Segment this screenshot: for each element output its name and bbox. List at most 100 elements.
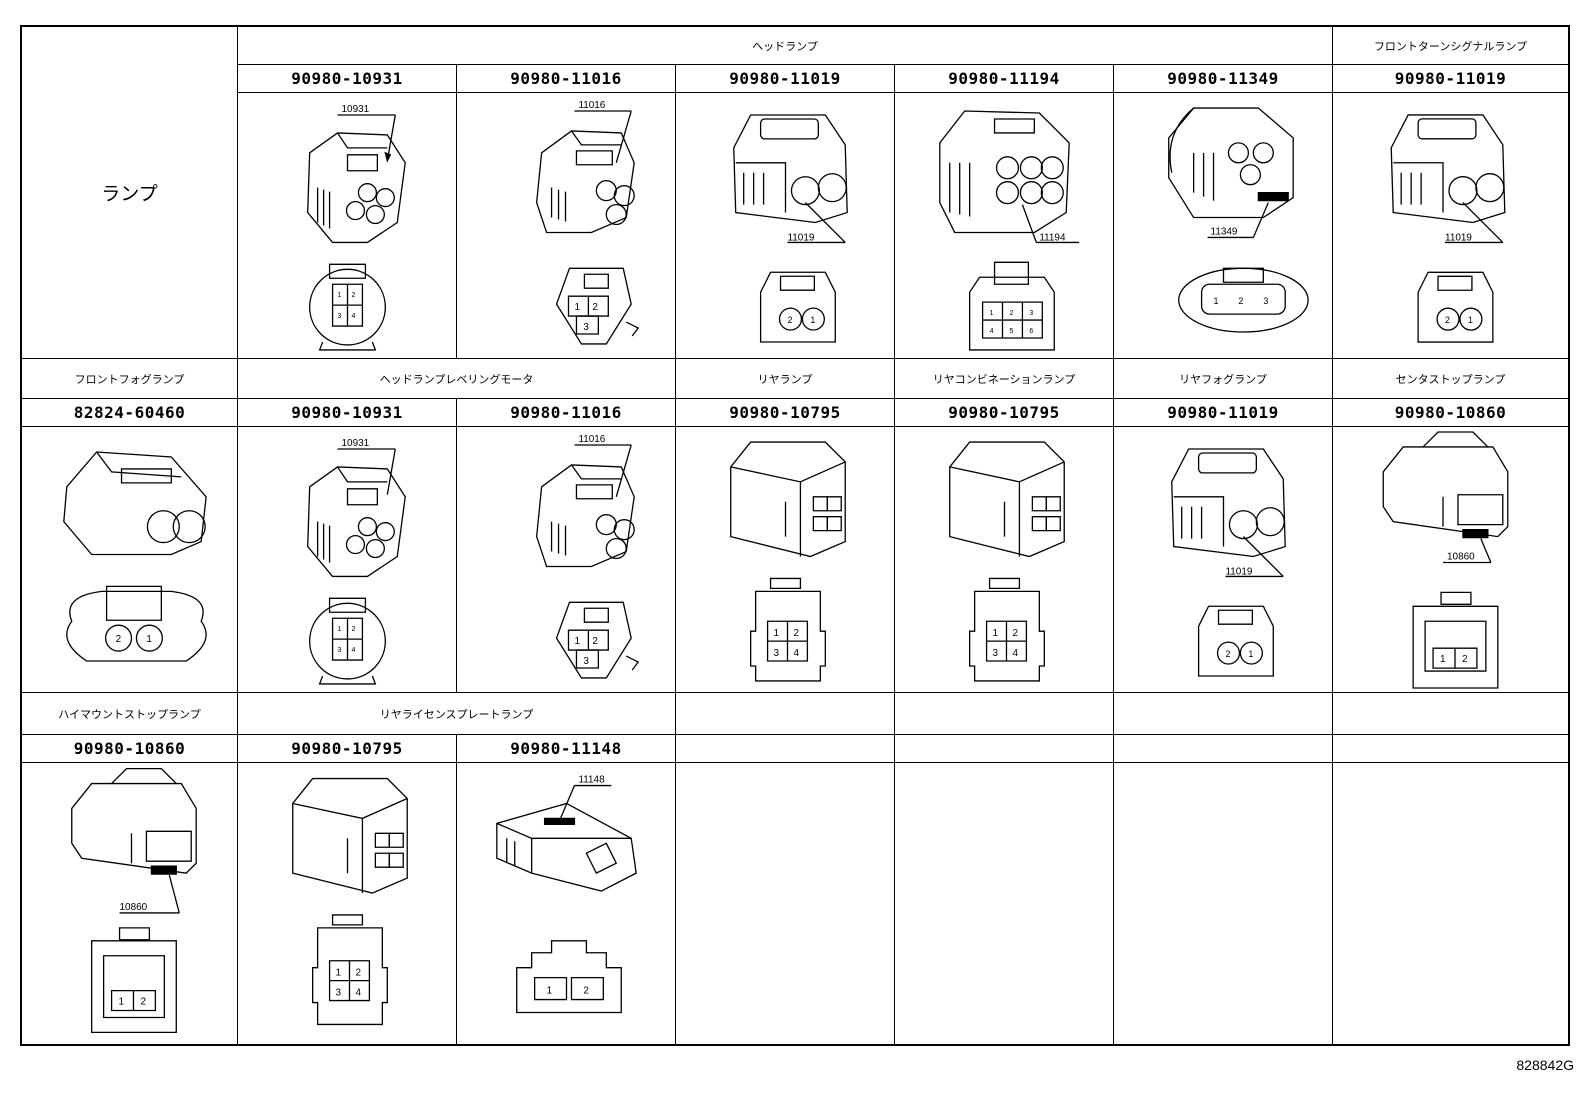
part-number: 90980-11349 [1114,65,1333,93]
part-number: 90980-11019 [1114,399,1333,427]
pin-label: 3 [338,647,342,654]
group-high-mount-stop: ハイマウントストップランプ [22,693,238,735]
group-rear-lamp: リヤランプ [676,359,895,399]
part-number: 90980-10860 [1333,399,1568,427]
pin-label: 4 [793,648,799,659]
empty-cell [1114,735,1333,763]
connector-diagram-11194: 11194 1 2 3 4 5 6 [895,93,1114,359]
connector-diagram-11349: 11349 1 2 3 [1114,93,1333,359]
group-rear-combination: リヤコンビネーションランプ [895,359,1114,399]
connector-diagram-10860: 10860 1 2 [1333,427,1568,693]
callout-label: 10860 [1447,552,1475,563]
pin-label: 1 [993,628,999,639]
group-front-fog: フロントフォグランプ [22,359,238,399]
pin-label: 1 [774,628,780,639]
part-number: 90980-11194 [895,65,1114,93]
pin-label: 4 [351,313,355,320]
connector-diagram-11019: 11019 2 1 [676,93,895,359]
part-number: 90980-11016 [457,65,676,93]
connector-diagram-11016: 11016 1 2 3 [457,93,676,359]
lamp-label: ランプ [22,27,238,359]
pin-label: 1 [119,997,125,1008]
connector-diagram-10795b: 1 2 3 4 [895,427,1114,693]
pin-label: 3 [774,648,780,659]
part-number: 90980-11019 [676,65,895,93]
pin-label: 1 [574,636,580,647]
group-rear-license-plate: リヤライセンスプレートランプ [238,693,676,735]
empty-cell [895,693,1114,735]
connector-diagram-60460: 2 1 [22,427,238,693]
pin-label: 6 [1029,328,1033,335]
part-number: 90980-10931 [238,65,457,93]
pin-label: 2 [1462,654,1468,665]
part-number: 90980-10795 [676,399,895,427]
empty-cell [676,763,895,1044]
connector-diagram-10795c: 1 2 3 4 [238,763,457,1044]
part-number: 90980-10860 [22,735,238,763]
drawing-id: 828842G [1516,1057,1574,1073]
callout-label: 11349 [1211,226,1238,237]
part-number: 90980-10931 [238,399,457,427]
pin-label: 2 [1012,628,1018,639]
pin-label: 2 [351,292,355,299]
callout-label: 11019 [1445,232,1472,243]
part-number: 82824-60460 [22,399,238,427]
group-rear-fog: リヤフォグランプ [1114,359,1333,399]
pin-label: 2 [140,997,146,1008]
connector-diagram-10931b: 10931 1 2 3 4 [238,427,457,693]
pin-label: 2 [592,636,598,647]
empty-cell [1333,763,1568,1044]
group-center-stop: センタストップランプ [1333,359,1568,399]
pin-label: 4 [351,647,355,654]
empty-cell [895,763,1114,1044]
pin-label: 2 [592,302,598,313]
pin-label: 2 [1445,315,1450,325]
empty-cell [895,735,1114,763]
connector-diagram-11019b: 11019 2 1 [1333,93,1568,359]
pin-label: 3 [1263,296,1268,306]
connector-diagram-11019c: 11019 2 1 [1114,427,1333,693]
pin-label: 3 [583,322,589,333]
empty-cell [676,693,895,735]
callout-label: 11016 [578,100,605,111]
callout-label: 11016 [578,434,605,445]
connector-diagram-10931: 10931 1 2 3 4 [238,93,457,359]
connector-diagram-10795: 1 2 3 4 [676,427,895,693]
pin-label: 2 [793,628,799,639]
empty-cell [1333,735,1568,763]
pin-label: 2 [787,315,792,325]
callout-label: 11019 [787,232,814,243]
pin-label: 4 [1012,648,1018,659]
pin-label: 2 [1238,296,1243,306]
callout-label: 11148 [578,775,605,786]
pin-label: 2 [116,634,122,645]
pin-label: 1 [338,292,342,299]
pin-label: 1 [1468,315,1473,325]
pin-label: 1 [1248,649,1253,659]
callout-label: 10931 [342,438,370,449]
group-front-turn-signal: フロントターンシグナルランプ [1333,27,1568,65]
empty-cell [1114,693,1333,735]
connector-diagram-11148: 11148 1 2 [457,763,676,1044]
part-number: 90980-11148 [457,735,676,763]
pin-label: 3 [336,988,342,999]
pin-label: 1 [547,986,553,997]
empty-cell [1114,763,1333,1044]
pin-label: 2 [583,986,589,997]
pin-label: 1 [1440,654,1446,665]
part-number: 90980-11019 [1333,65,1568,93]
connector-table: ランプ ヘッドランプ フロントターンシグナルランプ 90980-10931 90… [20,25,1570,1046]
pin-label: 2 [351,626,355,633]
pin-label: 4 [355,988,361,999]
part-number: 90980-10795 [238,735,457,763]
empty-cell [1333,693,1568,735]
callout-label: 11194 [1039,232,1066,243]
connector-diagram-11016b: 11016 1 2 3 [457,427,676,693]
pin-label: 1 [336,968,342,979]
pin-label: 2 [1225,649,1230,659]
pin-label: 3 [993,648,999,659]
pin-label: 2 [355,968,361,979]
callout-label: 10931 [342,104,370,115]
pin-label: 4 [990,328,994,335]
part-number: 90980-11016 [457,399,676,427]
